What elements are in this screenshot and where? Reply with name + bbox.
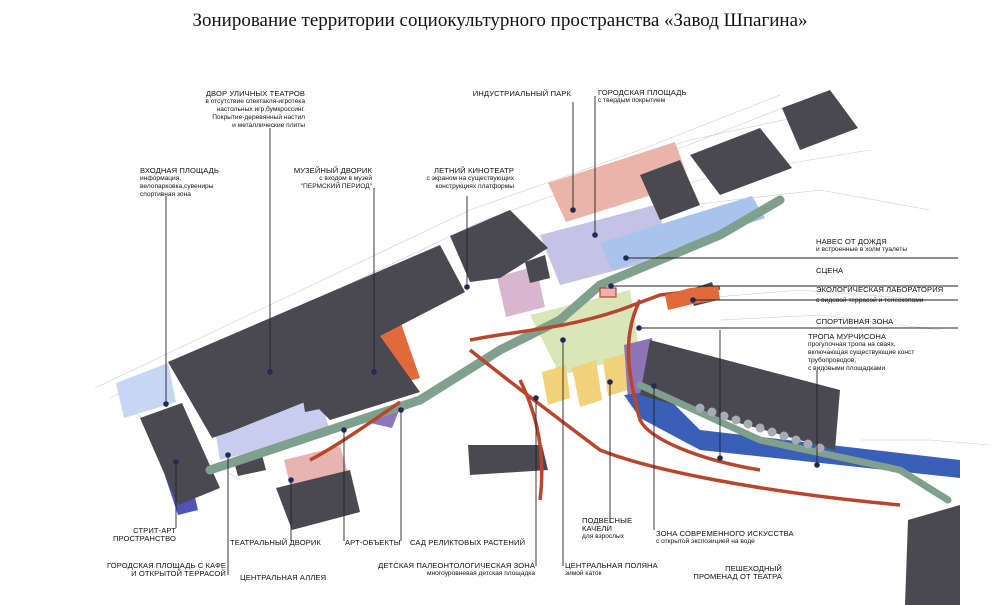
entrance-square-zone [116, 363, 176, 418]
zone-name: СТРИТ-АРТ [133, 526, 176, 535]
zone-desc: трубопроводов, [808, 357, 857, 364]
zone-name: ДВОР УЛИЧНЫХ ТЕАТРОВ [205, 89, 305, 98]
label-theater-yard: ТЕАТРАЛЬНЫЙ ДВОРИК [230, 539, 321, 547]
zone-desc: Покрытие-деревянный настил [212, 114, 305, 121]
zone-name: ЛЕТНИЙ КИНОТЕАТР [434, 166, 514, 175]
zone-name: ПЕШЕХОДНЫЙ [725, 564, 782, 573]
building [276, 470, 360, 530]
zone-desc: включающая существующие конст [808, 349, 915, 356]
corner-building [905, 505, 960, 605]
zone-desc: зимой каток [565, 570, 602, 577]
building [294, 330, 340, 412]
zone-name: ПРОМЕНАД ОТ ТЕАТРА [693, 572, 782, 581]
zone-name: ЦЕНТРАЛЬНАЯ ПОЛЯНА [565, 561, 658, 570]
zone-desc: велопарковка,сувениры [140, 183, 214, 190]
label-street-art: СТРИТ-АРТ ПРОСТРАНСТВО [104, 527, 176, 543]
zone-name: ДЕТСКАЯ ПАЛЕОНТОЛОГИЧЕСКАЯ ЗОНА [378, 561, 535, 570]
leader-lines [165, 96, 958, 575]
zone-name: КАЧЕЛИ [582, 524, 613, 533]
zone-desc: прогулочная тропа на сваях, [808, 341, 896, 348]
zone-desc: настольных игр,бумкроссинг. [216, 106, 305, 113]
zone-desc: с твердым покрытием [598, 97, 666, 104]
label-city-square: ГОРОДСКАЯ ПЛОЩАДЬ с твердым покрытием [598, 89, 687, 105]
pedestrian-paths [309, 286, 901, 507]
zone-name: ЗОНА СОВРЕМЕННОГО ИСКУССТВА [656, 529, 794, 538]
label-modern-art: ЗОНА СОВРЕМЕННОГО ИСКУССТВА с открытой э… [656, 530, 794, 546]
buildings [140, 90, 960, 605]
label-central-meadow: ЦЕНТРАЛЬНАЯ ПОЛЯНА зимой каток [565, 562, 658, 578]
label-promenade: ПЕШЕХОДНЫЙ ПРОМЕНАД ОТ ТЕАТРА [680, 565, 782, 581]
relict-garden-zone [542, 365, 570, 405]
zone-desc: и металлические плиты [232, 122, 305, 129]
zone-desc: с открытой экспозицией на воде [656, 538, 755, 545]
zone-name: СПОРТИВНАЯ ЗОНА [816, 317, 894, 326]
zone-name: ЦЕНТРАЛЬНАЯ АЛЛЕЯ [240, 573, 327, 582]
zone-name: НАВЕС ОТ ДОЖДЯ [816, 237, 887, 246]
zone-desc: с экраном на существующих [426, 175, 514, 182]
zone-desc: спортивная зона [140, 191, 191, 198]
building [782, 90, 858, 150]
label-relict-garden: САД РЕЛИКТОВЫХ РАСТЕНИЙ [410, 539, 525, 547]
label-murchison-trail: ТРОПА МУРЧИСОНА прогулочная тропа на сва… [808, 333, 914, 373]
building [450, 210, 548, 282]
promenade-water [624, 390, 960, 478]
zone-name: ЭКОЛОГИЧЕСКАЯ ЛАБОРАТОРИЯ [816, 285, 944, 294]
zone-name: СЦЕНА [816, 266, 844, 275]
zone-desc: с входом в музей [319, 175, 372, 182]
zone-name: ПРОСТРАНСТВО [112, 534, 176, 543]
label-city-square-cafe: ГОРОДСКАЯ ПЛОЩАДЬ С КАФЕ И ОТКРЫТОЙ ТЕРР… [94, 562, 226, 578]
zone-desc: с видовыми площадками [808, 365, 886, 372]
zone-desc: информация, [140, 175, 182, 182]
zone-name: ТЕАТРАЛЬНЫЙ ДВОРИК [230, 538, 321, 547]
label-swings: ПОДВЕСНЫЕ КАЧЕЛИ для взрослых [582, 517, 632, 541]
zone-desc: и встроенные в холм туалеты [816, 246, 908, 253]
label-eco-lab: ЭКОЛОГИЧЕСКАЯ ЛАБОРАТОРИЯ с видовой терр… [816, 286, 943, 305]
leader-dots [163, 207, 820, 483]
zone-name: ГОРОДСКАЯ ПЛОЩАДЬ [598, 88, 687, 97]
zone-name: ПОДВЕСНЫЕ [582, 516, 633, 525]
central-alley-path [205, 195, 785, 475]
building [640, 340, 840, 450]
stage-structure [599, 287, 617, 298]
building [236, 360, 270, 418]
zone-name: АРТ-ОБЪЕКТЫ [345, 538, 401, 547]
label-museum-yard: МУЗЕЙНЫЙ ДВОРИК с входом в музей "ПЕРМСК… [270, 167, 372, 191]
zone-name: ИНДУСТРИАЛЬНЫЙ ПАРК [472, 89, 571, 98]
zone-desc: в отсутствие спектакля-игротека [205, 98, 305, 105]
label-stage: СЦЕНА [816, 267, 843, 275]
zone-desc: многоуровневая детская площадка [427, 570, 535, 577]
building [468, 445, 548, 475]
building [640, 160, 700, 220]
zone-name: МУЗЕЙНЫЙ ДВОРИК [293, 166, 372, 175]
page-title: Зонирование территории социокультурного … [192, 10, 808, 31]
label-sport-zone: СПОРТИВНАЯ ЗОНА [816, 318, 893, 326]
label-central-alley: ЦЕНТРАЛЬНАЯ АЛЛЕЯ [240, 574, 326, 582]
zone-name: САД РЕЛИКТОВЫХ РАСТЕНИЙ [410, 538, 526, 547]
building [690, 128, 792, 195]
tree-row [695, 403, 825, 453]
label-street-theaters: ДВОР УЛИЧНЫХ ТЕАТРОВ в отсутствие спекта… [140, 90, 305, 130]
industrial-park-zone [548, 142, 690, 222]
zone-desc: с видовой террасой и телескопами [816, 297, 924, 304]
label-paleo-zone: ДЕТСКАЯ ПАЛЕОНТОЛОГИЧЕСКАЯ ЗОНА многоуро… [350, 562, 535, 578]
zone-name: И ОТКРЫТОЙ ТЕРРАСОЙ [131, 569, 226, 578]
label-rain-canopy: НАВЕС ОТ ДОЖДЯ и встроенные в холм туале… [816, 238, 907, 254]
zone-name: ГОРОДСКАЯ ПЛОЩАДЬ С КАФЕ [106, 561, 226, 570]
zone-desc: "ПЕРМСКИЙ ПЕРИОД" [300, 183, 372, 190]
paleo-zone [572, 360, 602, 407]
label-industrial-park: ИНДУСТРИАЛЬНЫЙ ПАРК [445, 90, 571, 98]
label-entrance-square: ВХОДНАЯ ПЛОЩАДЬ информация, велопарковка… [140, 167, 219, 199]
label-art-objects: АРТ-ОБЪЕКТЫ [345, 539, 401, 547]
zone-name: ТРОПА МУРЧИСОНА [808, 332, 887, 341]
zone-desc: конструкциях платформы [435, 183, 514, 190]
zone-name: ВХОДНАЯ ПЛОЩАДЬ [140, 166, 219, 175]
zone-desc: для взрослых [582, 533, 625, 540]
label-summer-cinema: ЛЕТНИЙ КИНОТЕАТР с экраном на существующ… [382, 167, 514, 191]
swings-zone [603, 354, 628, 396]
rain-canopy-zone [600, 196, 765, 270]
building [140, 403, 220, 505]
building [525, 255, 550, 283]
